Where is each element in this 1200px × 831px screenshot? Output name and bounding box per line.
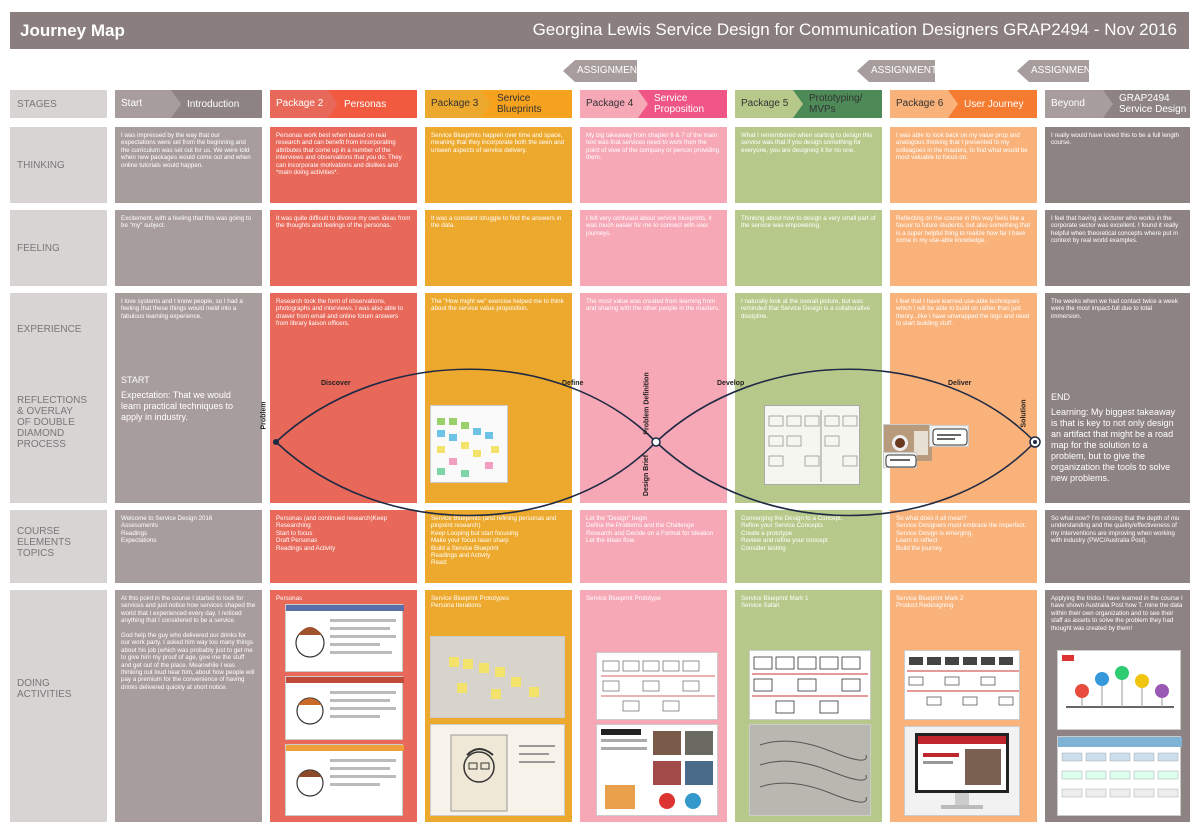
design-brief-label: Design Brief <box>643 454 651 497</box>
experience-personas: Research took the form of observations, … <box>270 293 417 503</box>
australia-post-blueprint <box>1057 736 1182 816</box>
page-title: Journey Map <box>20 21 125 40</box>
thinking-start: I was impressed by the way that our expe… <box>115 127 262 203</box>
feeling-personas: It was quite difficult to divorce my own… <box>270 210 417 286</box>
service-safari-photo <box>749 724 871 816</box>
course-service-blueprints: Service Blueprints (and refining persona… <box>425 510 572 583</box>
reflection-end-title: END <box>1051 392 1071 403</box>
row-label-thinking: THINKING <box>10 127 107 203</box>
assignment-3-tag: ASSIGNMENT 3 <box>1017 60 1089 82</box>
notebook-photo-icon <box>759 740 867 803</box>
page-header: Journey Map Georgina Lewis Service Desig… <box>10 12 1189 49</box>
row-label-doing: DOING ACTIVITIES <box>10 590 107 822</box>
course-start: Welcome to Service Design 2016 Assessmen… <box>115 510 262 583</box>
persona-sketch-icon <box>286 745 404 797</box>
blueprint-prototype-image <box>596 652 718 720</box>
phase-define: Define <box>562 380 584 387</box>
product-redesign-screen <box>904 726 1020 816</box>
feeling-user-journey: Reflecting on the course in this way fee… <box>890 210 1037 286</box>
monitor-icon <box>915 733 1009 809</box>
experience-beyond: The weeks when we had contact twice a we… <box>1045 293 1190 503</box>
feeling-start: Excitement, with a feeling that this was… <box>115 210 262 286</box>
experience-service-proposition: The most value was created from learning… <box>580 293 727 503</box>
stage-user-journey: Package 6 User Journey <box>890 90 1037 118</box>
thinking-service-blueprints: Service Blueprints happen over time and … <box>425 127 572 203</box>
message-bubble-icon <box>932 428 968 446</box>
blueprint-grid-icon <box>907 657 1019 706</box>
stage-prototyping: Package 5 Prototyping/ MVPs <box>735 90 882 118</box>
timeline-infographic-icon <box>1062 655 1174 708</box>
blueprint-grid-icon <box>752 656 868 714</box>
photo-safari-icon <box>601 729 713 809</box>
course-prototyping: Converging the Design to a Concept. Refi… <box>735 510 882 583</box>
portrait-sketch-icon <box>450 734 555 812</box>
phase-develop: Develop <box>717 380 745 387</box>
blueprint-grid-icon <box>1058 737 1182 798</box>
assignment-1-tag: ASSIGNMENT 1 <box>563 60 637 82</box>
reflection-start-text: Expectation: That we would learn practic… <box>121 390 234 423</box>
insights-grid-icon <box>768 410 858 482</box>
course-service-proposition: Let the "Design" begin Define the Proble… <box>580 510 727 583</box>
page-subtitle: Georgina Lewis Service Design for Commun… <box>532 20 1177 39</box>
experience-start: I love systems and I know people, so I h… <box>115 293 262 503</box>
stage-service-blueprints: Package 3 Service Blueprints <box>425 90 572 118</box>
problem-definition-label: Problem Definition <box>643 372 651 435</box>
feeling-service-proposition: I felt very confused about service bluep… <box>580 210 727 286</box>
thinking-beyond: I really would have loved this to be a f… <box>1045 127 1190 203</box>
persona-sketch-icon <box>286 677 404 725</box>
prototype-phone-mock <box>929 425 969 447</box>
thinking-user-journey: I was able to look back on my value prop… <box>890 127 1037 203</box>
australia-post-timeline <box>1057 650 1181 730</box>
insights-grid-board <box>764 405 860 485</box>
experience-user-journey: I feel that I have learned use-able tech… <box>890 293 1037 503</box>
solution-label: Solution <box>1020 399 1028 428</box>
photo-safari-image <box>596 724 718 816</box>
sticky-board-icon <box>437 418 499 477</box>
feeling-service-blueprints: It was a constant struggle to find the a… <box>425 210 572 286</box>
stage-start: Start Introduction <box>115 90 262 118</box>
phase-discover: Discover <box>321 380 351 387</box>
assignment-2-tag: ASSIGNMENT 2 <box>857 60 935 82</box>
reflection-end-text: Learning: My biggest takeaway is that is… <box>1051 407 1176 484</box>
blueprint-mark-2-image <box>904 650 1020 720</box>
sticky-notes-icon <box>449 657 539 699</box>
course-user-journey: So what does it all mean? Service Design… <box>890 510 1037 583</box>
doing-start: At this point in the course I started to… <box>115 590 262 822</box>
persona-card-2 <box>285 676 404 740</box>
thinking-service-proposition: My big takeaway from chapter 6 & 7 of th… <box>580 127 727 203</box>
thinking-prototyping: What I remembered when starting to desig… <box>735 127 882 203</box>
prototype-phone-mock-2 <box>883 452 917 468</box>
portrait-sketch <box>430 724 565 816</box>
persona-card-3 <box>285 744 404 816</box>
thinking-personas: Personas work best when based on real re… <box>270 127 417 203</box>
feeling-beyond: I feel that having a lecturer who works … <box>1045 210 1190 286</box>
course-personas: Personas (and continued research)Keep Re… <box>270 510 417 583</box>
phase-deliver: Deliver <box>948 380 972 387</box>
sticky-wall-photo <box>430 636 565 718</box>
blueprint-grid-icon <box>601 660 715 712</box>
row-label-experience-reflections: EXPERIENCE REFLECTIONS & OVERLAY OF DOUB… <box>10 293 107 503</box>
blueprint-mark-1-image <box>749 650 871 720</box>
row-label-stages: STAGES <box>10 90 107 118</box>
reflection-start-title: START <box>121 375 150 386</box>
feeling-prototyping: Thinking about how to design a very smal… <box>735 210 882 286</box>
stage-personas: Package 2 Personas <box>270 90 417 118</box>
problem-label: Problem <box>260 401 268 430</box>
service-blueprint-sticky-board <box>430 405 508 483</box>
row-label-course: COURSE ELEMENTS TOPICS <box>10 510 107 583</box>
stage-service-proposition: Package 4 Service Proposition <box>580 90 727 118</box>
message-bubble-icon <box>885 454 917 468</box>
persona-card-1 <box>285 604 404 672</box>
persona-sketch-icon <box>286 605 404 658</box>
row-label-feeling: FEELING <box>10 210 107 286</box>
course-beyond: So what now? I'm noticing that the depth… <box>1045 510 1190 583</box>
stage-beyond: Beyond GRAP2494 Service Design <box>1045 90 1190 118</box>
